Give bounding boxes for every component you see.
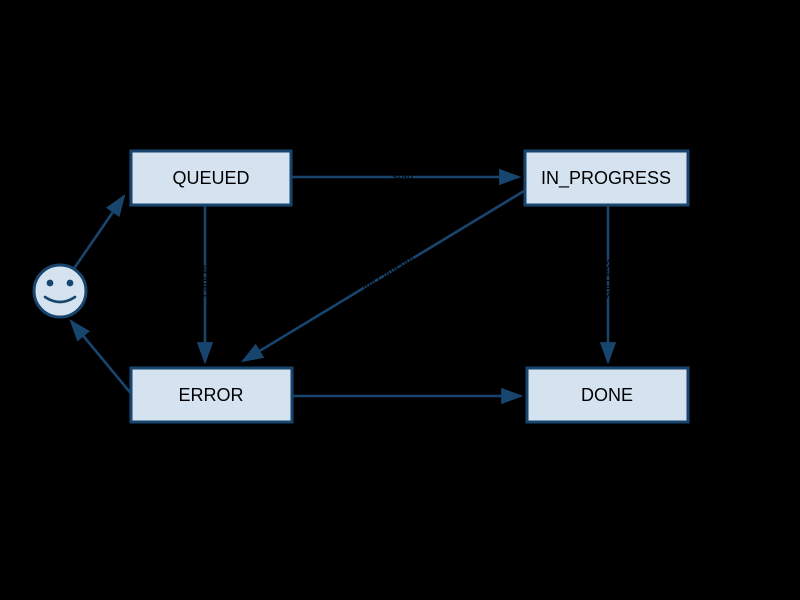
edge-label-queued-to-error: cancel [199, 265, 211, 297]
edge-in-progress-to-error [240, 189, 525, 363]
node-queued: QUEUED [129, 149, 293, 207]
user-smiley-icon [32, 263, 88, 319]
edge-label-in-progress-to-done: success [602, 259, 614, 299]
in-progress-node-label: IN_PROGRESS [541, 168, 671, 189]
in-progress-node-box [523, 149, 690, 207]
smiley-mouth [43, 295, 77, 304]
edge-label-queued-to-in-progress: start [392, 171, 413, 183]
done-node-label: DONE [581, 385, 633, 405]
error-node-label: ERROR [178, 385, 243, 405]
node-error: ERROR [129, 366, 294, 424]
smiley-left-eye [46, 279, 54, 287]
node-done: DONE [525, 366, 690, 424]
queued-node-label: QUEUED [172, 168, 249, 188]
edge-error-to-user [69, 319, 135, 397]
error-node-box [129, 366, 294, 424]
smiley-face-circle [32, 263, 88, 319]
edge-user-to-queued [71, 194, 126, 271]
queued-node-box [129, 149, 293, 207]
done-node-box [525, 366, 690, 424]
node-in-progress: IN_PROGRESS [523, 149, 690, 207]
smiley-right-eye [66, 279, 74, 287]
